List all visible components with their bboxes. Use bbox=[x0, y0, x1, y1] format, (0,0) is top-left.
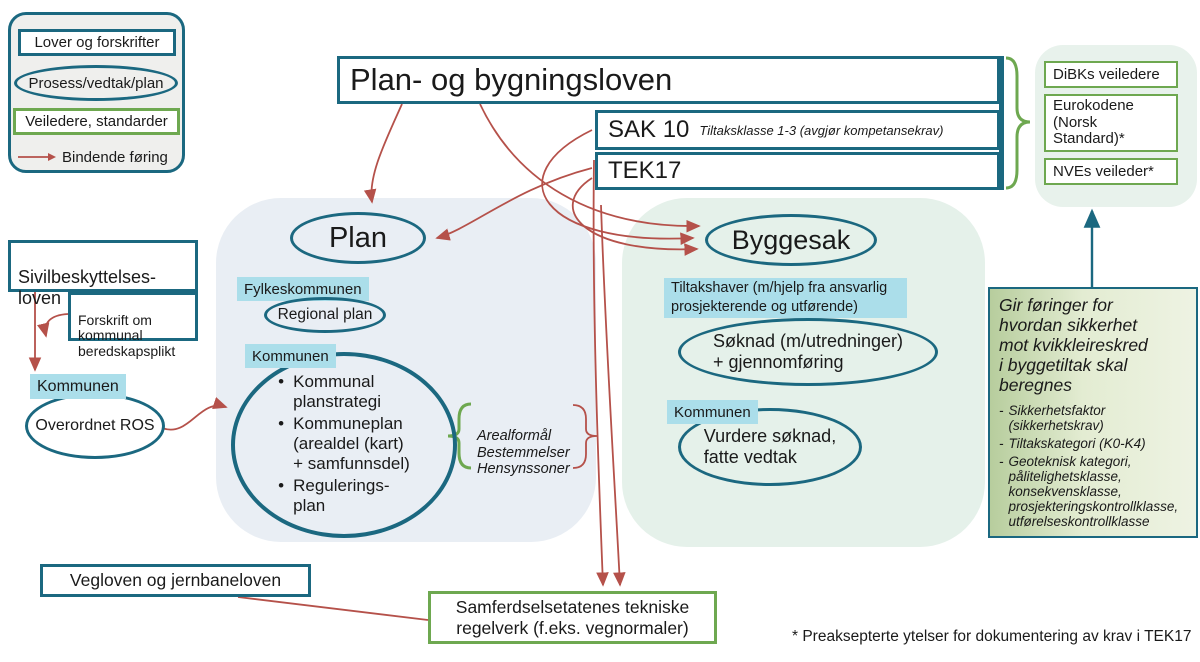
sak10-name: SAK 10 bbox=[608, 116, 690, 143]
dibk-label: DiBKs veiledere bbox=[1053, 66, 1160, 83]
byggesak-kommunen-label: Kommunen bbox=[667, 400, 758, 424]
forskrift-text: Forskrift om kommunal beredskapsplikt bbox=[78, 311, 176, 360]
tiltakshaver-text: Tiltakshaver (m/hjelp fra ansvarlig pros… bbox=[671, 280, 888, 315]
eurokoder-label: Eurokodene (Norsk Standard)* bbox=[1053, 97, 1134, 148]
list-item: Kommuneplan (arealdel (kart) + samfunnsd… bbox=[278, 414, 410, 474]
foringer-heading: Gir føringer for hvordan sikkerhet mot k… bbox=[999, 295, 1148, 395]
vurdere-ellipse: Vurdere søknad, fatte vedtak bbox=[678, 408, 862, 486]
forskrift-box: Forskrift om kommunal beredskapsplikt bbox=[68, 292, 198, 359]
regelverk-box: Samferdselsetatenes tekniske regelverk (… bbox=[428, 591, 717, 644]
sivil-kommunen-text: Kommunen bbox=[37, 377, 119, 395]
pbl-law-box: Plan- og bygningsloven bbox=[337, 56, 1000, 104]
regional-plan-text: Regional plan bbox=[277, 306, 373, 323]
line-vegloven-to-regelverk bbox=[237, 596, 429, 621]
law-boxes-right-bar bbox=[999, 56, 1004, 190]
legend-guide-label: Veiledere, standarder bbox=[25, 113, 168, 130]
arealformal-note: Arealformål Bestemmelser Hensynssoner bbox=[477, 412, 582, 478]
plan-kommunen-label: Kommunen bbox=[245, 344, 336, 368]
legend-process-label: Prosess/vedtak/plan bbox=[28, 74, 164, 92]
overordnet-ros-text: Overordnet ROS bbox=[35, 417, 155, 434]
regelverk-text: Samferdselsetatenes tekniske regelverk (… bbox=[455, 596, 690, 638]
sak10-note: Tiltaksklasse 1-3 (avgjør kompetansekrav… bbox=[699, 122, 944, 138]
byggesak-ellipse: Byggesak bbox=[705, 214, 877, 266]
foringer-item: Tiltakskategori (K0-K4) bbox=[999, 436, 1188, 451]
nve-label: NVEs veileder* bbox=[1053, 163, 1154, 180]
sivilbeskyttelsesloven-text: Sivilbeskyttelses- loven bbox=[18, 266, 157, 309]
item-geoteknisk: Geoteknisk kategori, pålitelighetsklasse… bbox=[1008, 454, 1179, 530]
list-item: Regulerings- plan bbox=[278, 476, 410, 516]
item-kommuneplan: Kommuneplan (arealdel (kart) + samfunnsd… bbox=[293, 413, 410, 474]
arrow-pbl-to-plan bbox=[363, 103, 403, 204]
legend-law-shape: Lover og forskrifter bbox=[18, 29, 176, 56]
byggesak-title: Byggesak bbox=[731, 224, 851, 255]
soknad-text: Søknad (m/utredninger) + gjennomføring bbox=[712, 331, 904, 372]
footnote: * Preaksepterte ytelser for dokumenterin… bbox=[792, 628, 1191, 646]
plan-kommunen-text: Kommunen bbox=[252, 347, 329, 365]
vegloven-box: Vegloven og jernbaneloven bbox=[40, 564, 311, 597]
arrow-forskrift-curve bbox=[37, 313, 69, 338]
legend-arrow-row: Bindende føring bbox=[17, 146, 182, 168]
kommune-plan-list: Kommunal planstrategi Kommuneplan (areal… bbox=[278, 372, 410, 518]
fylkeskommunen-label: Fylkeskommunen bbox=[237, 277, 369, 301]
arealformal-text: Arealformål Bestemmelser Hensynssoner bbox=[477, 428, 570, 478]
legend-arrow-label: Bindende føring bbox=[62, 148, 168, 166]
pbl-title: Plan- og bygningsloven bbox=[350, 62, 673, 97]
legend-guide-shape: Veiledere, standarder bbox=[13, 108, 180, 135]
tek17-law-box: TEK17 bbox=[595, 152, 1000, 190]
legend-process-shape: Prosess/vedtak/plan bbox=[14, 65, 178, 101]
list-item: Kommunal planstrategi bbox=[278, 372, 410, 412]
soknad-ellipse: Søknad (m/utredninger) + gjennomføring bbox=[678, 318, 938, 386]
green-brace-laws-to-guides bbox=[1005, 56, 1031, 190]
foringer-item: Geoteknisk kategori, pålitelighetsklasse… bbox=[999, 454, 1188, 530]
plan-ellipse: Plan bbox=[290, 212, 426, 264]
fylkeskommunen-text: Fylkeskommunen bbox=[244, 280, 362, 298]
vegloven-text: Vegloven og jernbaneloven bbox=[69, 570, 282, 590]
kommune-plan-ellipse: Kommunal planstrategi Kommuneplan (areal… bbox=[231, 352, 457, 538]
item-reguleringsplan: Regulerings- plan bbox=[293, 476, 390, 516]
sivilbeskyttelsesloven-box: Sivilbeskyttelses- loven bbox=[8, 240, 198, 308]
tiltakshaver-label: Tiltakshaver (m/hjelp fra ansvarlig pros… bbox=[664, 278, 907, 318]
legend-box: Lover og forskrifter Prosess/vedtak/plan… bbox=[8, 12, 185, 173]
regional-plan-ellipse: Regional plan bbox=[264, 297, 386, 333]
nve-guide-box: NVEs veileder* bbox=[1044, 158, 1178, 185]
byggesak-kommunen-text: Kommunen bbox=[674, 403, 751, 421]
foringer-item: Sikkerhetsfaktor (sikkerhetskrav) bbox=[999, 403, 1188, 433]
tek17-name: TEK17 bbox=[608, 157, 682, 184]
item-tiltakskategori: Tiltakskategori (K0-K4) bbox=[1008, 435, 1146, 451]
arrow-down-to-regelverk-2 bbox=[600, 204, 626, 587]
vurdere-text: Vurdere søknad, fatte vedtak bbox=[703, 425, 837, 467]
dibk-guide-box: DiBKs veiledere bbox=[1044, 61, 1178, 88]
sivil-kommunen-label: Kommunen bbox=[30, 374, 126, 399]
plan-title: Plan bbox=[328, 221, 388, 254]
overordnet-ros-ellipse: Overordnet ROS bbox=[25, 393, 165, 459]
footnote-text: * Preaksepterte ytelser for dokumenterin… bbox=[792, 628, 1192, 645]
sak10-law-box: SAK 10 Tiltaksklasse 1-3 (avgjør kompeta… bbox=[595, 110, 1000, 150]
item-kommunal-planstrategi: Kommunal planstrategi bbox=[293, 371, 382, 411]
foringer-box: Gir føringer for hvordan sikkerhet mot k… bbox=[988, 287, 1198, 538]
legend-law-label: Lover og forskrifter bbox=[34, 34, 160, 51]
item-sikkerhetsfaktor: Sikkerhetsfaktor (sikkerhetskrav) bbox=[1008, 402, 1106, 433]
red-arrow-icon bbox=[18, 153, 56, 161]
eurokoder-guide-box: Eurokodene (Norsk Standard)* bbox=[1044, 94, 1178, 152]
